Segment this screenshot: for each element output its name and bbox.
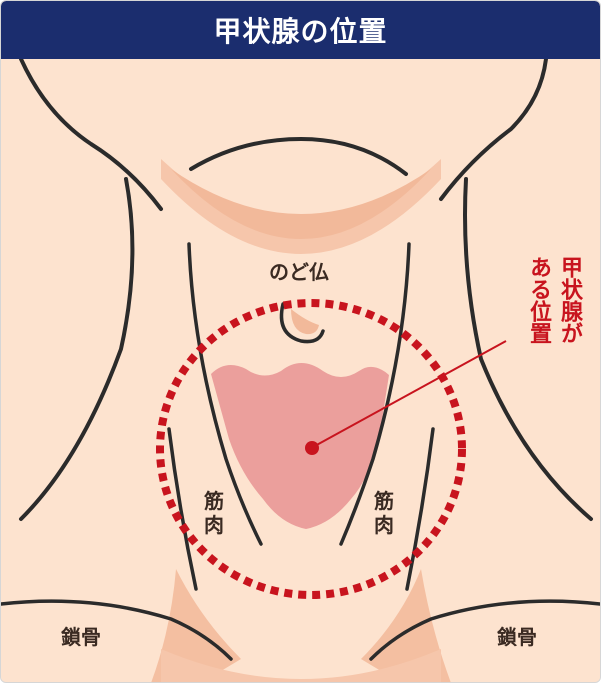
callout-pointer-dot (305, 441, 319, 455)
callout-text-line1: 甲状腺が (557, 256, 581, 376)
muscle-right-label: 筋肉 (374, 489, 398, 537)
clavicle-right-label: 鎖骨 (497, 621, 537, 650)
neck-illustration (1, 59, 600, 683)
page-title: 甲状腺の位置 (213, 10, 387, 50)
title-bar: 甲状腺の位置 (1, 1, 600, 59)
muscle-left-label: 筋肉 (204, 489, 228, 537)
callout-text-line2: ある位置 (526, 256, 550, 376)
adams-apple-label: のど仏 (269, 256, 329, 285)
clavicle-left-label: 鎖骨 (61, 621, 101, 650)
